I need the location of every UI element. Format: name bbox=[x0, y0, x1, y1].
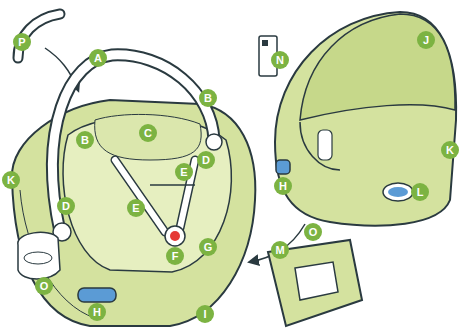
callout-letter: L bbox=[411, 183, 429, 201]
callout-letter: H bbox=[274, 177, 292, 195]
callout-letter: O bbox=[304, 223, 322, 241]
callout-letter: J bbox=[417, 31, 435, 49]
callout-letter: D bbox=[57, 197, 75, 215]
callout-letter: O bbox=[35, 277, 53, 295]
callout-letter: H bbox=[88, 303, 106, 321]
callout-letter: E bbox=[127, 199, 145, 217]
callout-letter: G bbox=[199, 238, 217, 256]
callout-letter: C bbox=[139, 124, 157, 142]
callout-letter: I bbox=[196, 305, 214, 323]
callout-letter: K bbox=[2, 171, 20, 189]
callout-letter: N bbox=[271, 51, 289, 69]
callout-letter: M bbox=[271, 241, 289, 259]
callout-letter: P bbox=[13, 33, 31, 51]
callout-letter: F bbox=[166, 247, 184, 265]
callout-letter: A bbox=[89, 49, 107, 67]
callout-letter: E bbox=[175, 163, 193, 181]
callout-letter: K bbox=[441, 141, 459, 159]
callout-letter: B bbox=[199, 89, 217, 107]
callout-letter: D bbox=[197, 151, 215, 169]
callout-letter: B bbox=[76, 131, 94, 149]
